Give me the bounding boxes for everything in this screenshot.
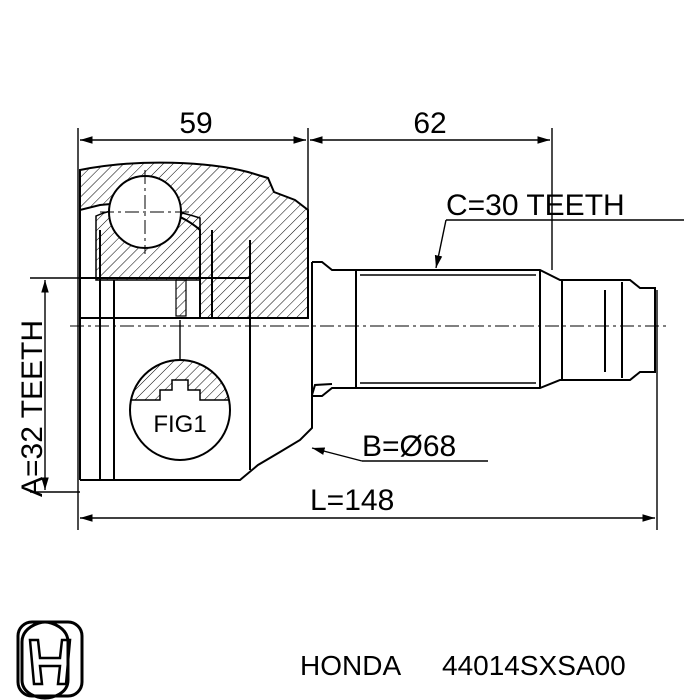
dimension-59-label: 59 bbox=[179, 107, 212, 140]
part-number: 44014SXSA00 bbox=[442, 650, 626, 681]
dimension-62-label: 62 bbox=[413, 107, 446, 140]
dimension-lines bbox=[41, 136, 655, 522]
honda-h-logo bbox=[16, 620, 84, 700]
extension-lines bbox=[30, 128, 658, 530]
ball-and-cage bbox=[95, 170, 201, 317]
fig1-detail: FIG1 bbox=[129, 320, 231, 461]
diameter-label: B=Ø68 bbox=[362, 430, 456, 463]
leader-lines bbox=[311, 219, 684, 462]
stub-shaft bbox=[311, 261, 656, 397]
fig1-label: FIG1 bbox=[153, 411, 206, 438]
brand-label: HONDA bbox=[300, 650, 401, 681]
total-length-label: L=148 bbox=[310, 484, 394, 517]
outer-spline-label: C=30 TEETH bbox=[446, 189, 625, 222]
inner-spline-label: A=32 TEETH bbox=[16, 320, 49, 497]
